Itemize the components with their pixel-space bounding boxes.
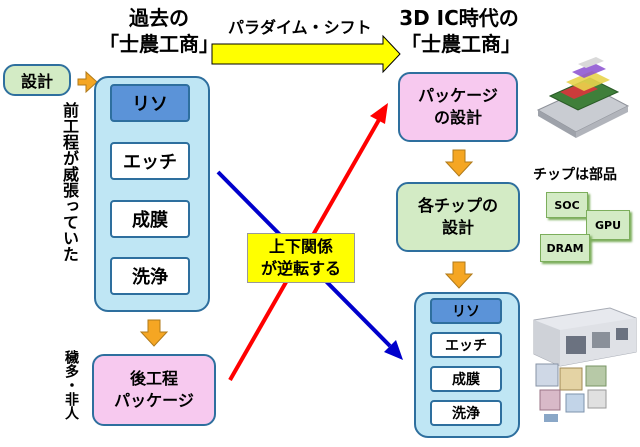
package-design-line2: の設計 [433, 108, 482, 127]
back-process-line2: パッケージ [114, 391, 194, 410]
reversal-label-line2: が逆転する [260, 259, 341, 278]
left-title-line1: 過去の [129, 6, 189, 30]
step-deposition: 成膜 [110, 200, 190, 238]
right-step-litho: リソ [430, 298, 502, 324]
reversal-label-line1: 上下関係 [268, 237, 333, 256]
right-step-cleaning: 洗浄 [430, 400, 502, 426]
right-title-line1: 3D IC時代の [399, 6, 519, 30]
right-step-deposition: 成膜 [430, 366, 502, 392]
right-step-etch: エッチ [430, 332, 502, 358]
design-label: 設計 [20, 72, 53, 91]
left-down-arrow [139, 319, 169, 347]
paradigm-shift-arrow [211, 34, 401, 74]
chip-soc: SOC [546, 192, 588, 218]
right-down-arrow-2 [444, 261, 474, 289]
bottom-note: 穢多・非人 [63, 350, 79, 420]
back-process-line1: 後工程 [129, 369, 178, 388]
right-down-arrow-1 [444, 149, 474, 177]
step-cleaning: 洗浄 [110, 257, 190, 295]
chips-caption: チップは部品 [533, 167, 617, 183]
package-design-box: パッケージ の設計 [398, 72, 518, 142]
chip-gpu: GPU [586, 210, 630, 240]
wafer-collage [535, 363, 607, 422]
step-etch: エッチ [110, 142, 190, 180]
package-design-line1: パッケージ [418, 86, 498, 105]
right-title-line2: 「士農工商」 [401, 32, 521, 56]
blue-arrow-head [384, 340, 403, 360]
paradigm-shift-label: パラダイム・シフト [228, 18, 372, 37]
design-to-panel-arrow [77, 70, 98, 94]
equipment-illustration [533, 307, 637, 367]
red-arrow-head [370, 103, 388, 124]
design-box: 設計 [3, 64, 71, 96]
step-litho: リソ [110, 84, 190, 122]
front-process-note: 前工程が威張っていた [60, 102, 79, 262]
package-illustration [536, 57, 630, 138]
reversal-label-box: 上下関係 が逆転する [247, 233, 355, 283]
chip-design-box: 各チップの 設計 [396, 182, 520, 252]
chip-dram: DRAM [540, 234, 590, 262]
left-title-line2: 「士農工商」 [99, 32, 219, 56]
chip-design-line2: 設計 [441, 218, 474, 237]
chip-design-line1: 各チップの [417, 196, 498, 215]
back-process-box: 後工程 パッケージ [92, 354, 216, 426]
